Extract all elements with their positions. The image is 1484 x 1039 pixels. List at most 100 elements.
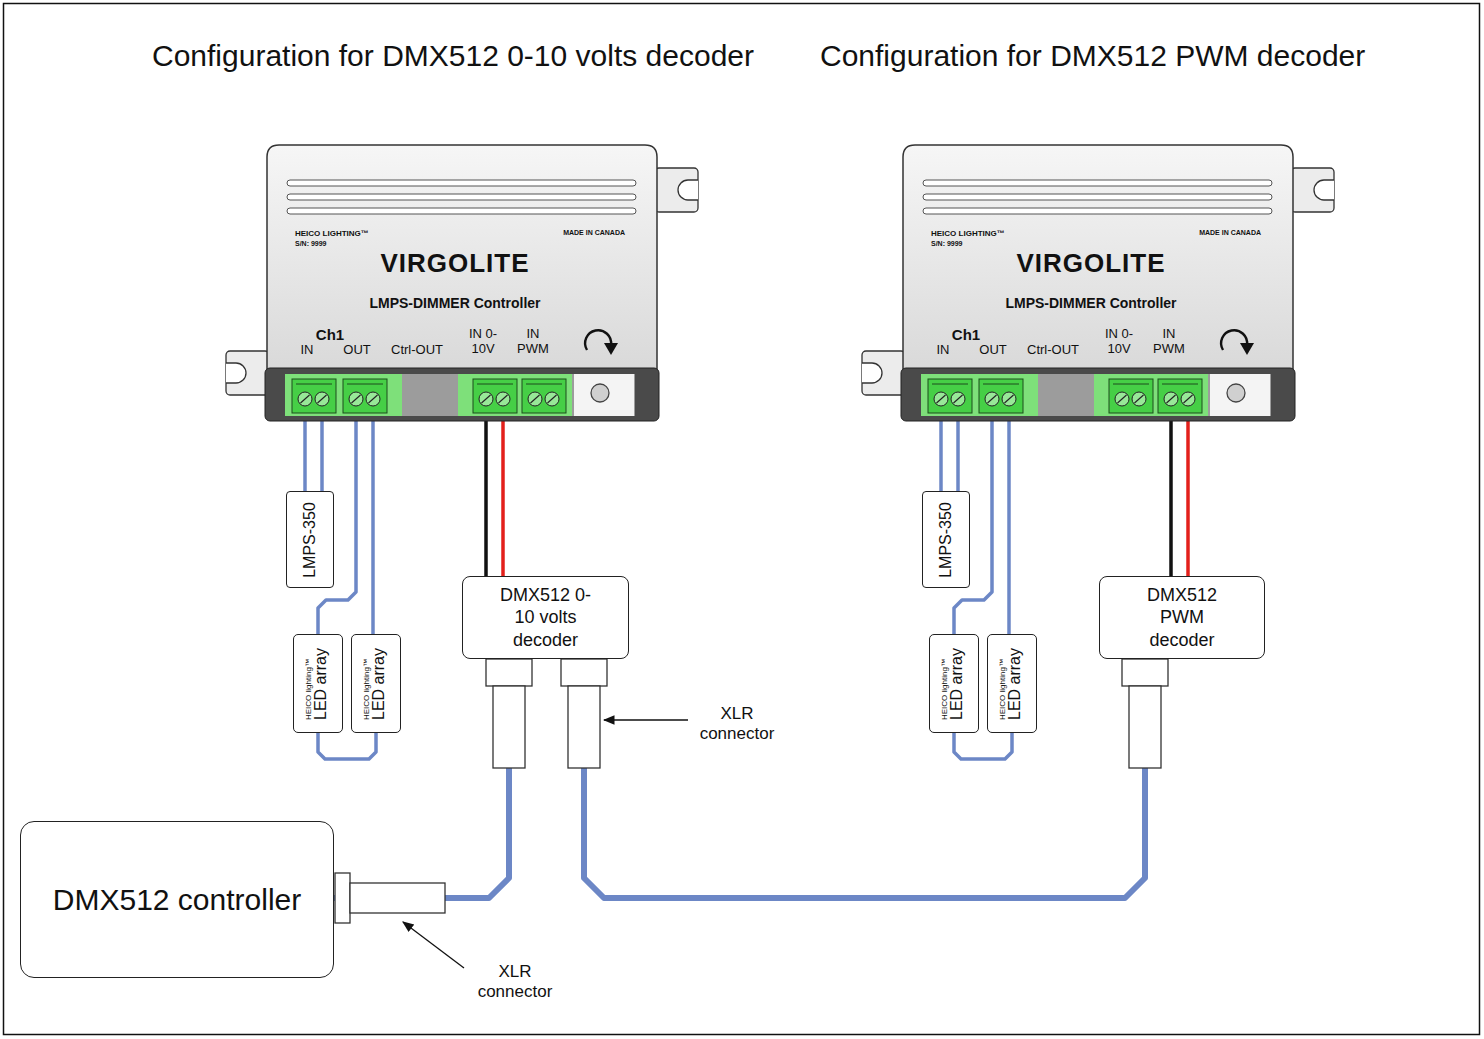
xlr-connector — [493, 686, 525, 768]
terminal-strip — [458, 374, 572, 416]
dimmer-housing — [862, 145, 1334, 421]
terminal-screw — [349, 392, 363, 406]
terminal-screw — [366, 392, 380, 406]
terminal-screw — [496, 392, 510, 406]
page-frame — [4, 4, 1480, 1035]
terminal-screw — [1132, 392, 1146, 406]
wire-pair — [1171, 420, 1188, 576]
terminal-screw — [479, 392, 493, 406]
rotate-arrowhead — [1240, 343, 1254, 355]
power-supply-box: LMPS-350 — [286, 491, 334, 588]
xlr-connector — [568, 686, 600, 768]
origin-text: MADE IN CANADA — [1199, 229, 1261, 237]
led-array-box: HEICO lighting™LED array — [293, 634, 343, 733]
wire-pair — [486, 420, 503, 576]
terminal-label: Ctrl-OUT — [1027, 343, 1079, 358]
wire — [484, 420, 488, 576]
screw-slot — [499, 395, 508, 403]
mounting-ear — [655, 168, 698, 212]
wire-pair — [1009, 420, 1010, 634]
band-insert — [921, 374, 1271, 416]
wire — [1007, 420, 1011, 634]
terminal-label: OUT — [343, 343, 370, 358]
section-heading: Configuration for DMX512 0-10 volts deco… — [152, 38, 754, 74]
wire-pair — [373, 420, 374, 634]
wire — [1169, 420, 1173, 576]
terminal-band — [265, 368, 659, 421]
screw-slot — [301, 395, 310, 403]
rotated-text-group: HEICO lighting™LED array — [941, 647, 966, 719]
wire — [584, 659, 1145, 898]
screw-slot — [937, 395, 946, 403]
leader-line — [604, 719, 688, 720]
dimmer-controller: HEICO LIGHTING™S/N: 9999MADE IN CANADAVI… — [267, 145, 657, 420]
mounting-ear — [862, 351, 905, 395]
terminal-edge — [526, 384, 562, 385]
led-label: LED array — [950, 647, 967, 719]
section-heading: Configuration for DMX512 PWM decoder — [820, 38, 1365, 74]
screw-slot — [1118, 395, 1127, 403]
box-text: DMX512 PWM decoder — [1133, 584, 1231, 652]
serial-number: S/N: 9999 — [295, 240, 327, 248]
mounting-slot — [226, 363, 246, 383]
xlr-connector — [1129, 686, 1161, 768]
terminal-strip — [921, 374, 1038, 416]
terminal-block — [928, 379, 972, 413]
screw-slot — [369, 395, 378, 403]
terminal-screw — [545, 392, 559, 406]
terminal-edge — [296, 384, 332, 385]
terminal-band — [901, 368, 1295, 421]
terminal-edge — [477, 384, 513, 385]
button-panel — [1210, 374, 1270, 416]
terminal-label: IN — [301, 343, 314, 358]
terminal-screw — [528, 392, 542, 406]
dmx-cable — [584, 659, 1145, 898]
wire — [954, 733, 1012, 759]
housing-body — [903, 145, 1293, 372]
callout-label: XLR connector — [692, 704, 782, 745]
vent-slot — [923, 180, 1272, 186]
xlr-connector — [1122, 659, 1168, 686]
wire-pair — [954, 733, 1012, 759]
rotated-text-group: HEICO lighting™LED array — [999, 647, 1024, 719]
terminal-label: IN 0-10V — [460, 327, 506, 357]
wire — [303, 420, 307, 491]
terminal-block — [292, 379, 336, 413]
terminal-label: Ctrl-OUT — [391, 343, 443, 358]
box-text: DMX512 controller — [53, 881, 301, 919]
led-array-box: HEICO lighting™LED array — [987, 634, 1037, 733]
led-label: HEICO lighting™ — [941, 647, 949, 719]
wire — [1186, 420, 1190, 576]
screw-slot — [1184, 395, 1193, 403]
vent-slot — [923, 208, 1272, 214]
mounting-slot — [862, 363, 882, 383]
mounting-slot — [678, 180, 698, 200]
mounting-slot — [1314, 180, 1334, 200]
led-label: HEICO lighting™ — [363, 647, 371, 719]
terminal-block — [343, 379, 387, 413]
wire — [318, 733, 376, 759]
vent-slot — [923, 194, 1272, 200]
wire-pair — [305, 420, 322, 491]
wire — [320, 420, 324, 491]
power-supply-box: LMPS-350 — [922, 491, 970, 588]
screw-slot — [482, 395, 491, 403]
terminal-screw — [934, 392, 948, 406]
serial-number: S/N: 9999 — [931, 240, 963, 248]
wire — [371, 420, 375, 634]
screw-slot — [1167, 395, 1176, 403]
channel-label: Ch1 — [952, 326, 980, 343]
terminal-screw — [1181, 392, 1195, 406]
terminal-screw — [1115, 392, 1129, 406]
model-name: LMPS-DIMMER Controller — [1005, 295, 1176, 311]
terminal-screw — [315, 392, 329, 406]
terminal-block — [473, 379, 517, 413]
terminal-screw — [985, 392, 999, 406]
terminal-edge — [1162, 384, 1198, 385]
origin-text: MADE IN CANADA — [563, 229, 625, 237]
led-label: LED array — [314, 647, 331, 719]
logo-text: VIRGOLITE — [1016, 249, 1165, 279]
brand-text: HEICO LIGHTING™ — [931, 229, 1005, 238]
wire — [939, 420, 943, 491]
